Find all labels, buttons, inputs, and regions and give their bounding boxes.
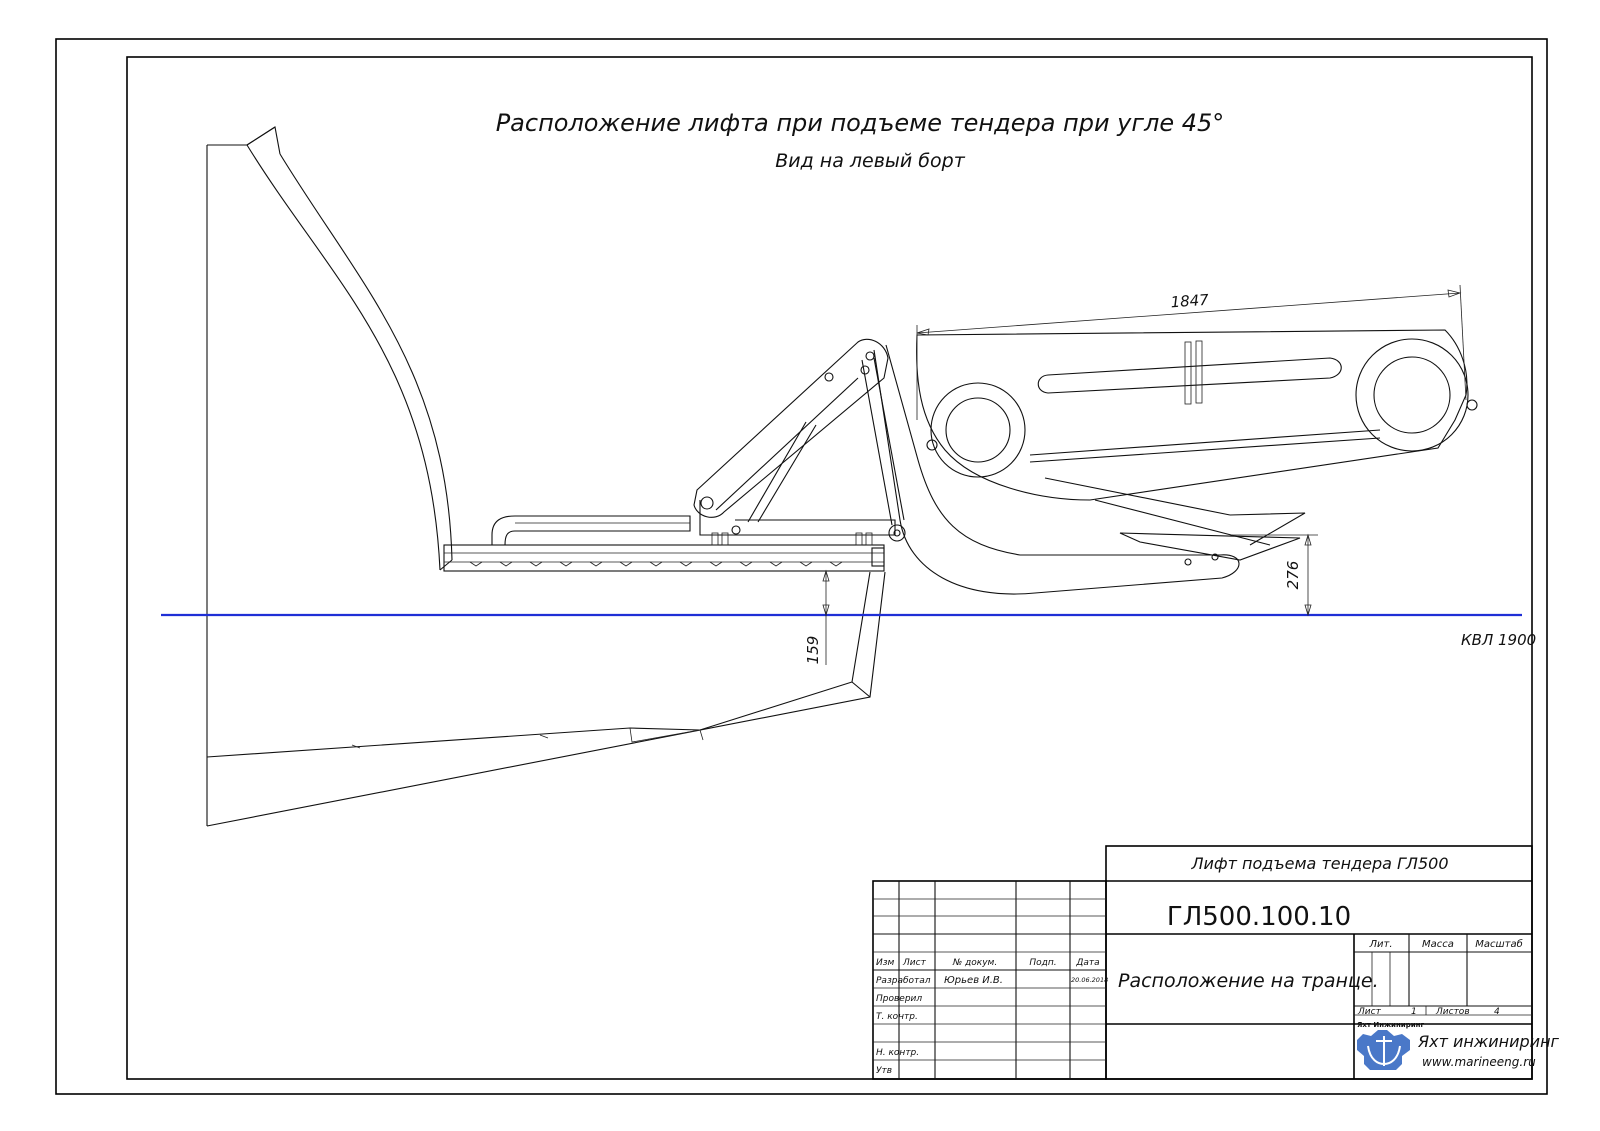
scale-label: Масштаб	[1475, 938, 1523, 950]
sheet-name: Расположение на транце.	[1118, 970, 1379, 992]
dimension-platform-height-label: 159	[804, 636, 822, 665]
inner-frame	[126, 56, 1533, 1080]
header-izm: Изм	[876, 958, 895, 968]
dimension-platform-height	[822, 569, 830, 665]
tender-boat	[916, 329, 1469, 546]
developer-date: 20.06.2018	[1071, 976, 1108, 984]
drawing-subtitle: Вид на левый борт	[775, 150, 965, 172]
role-developed: Разработал	[876, 976, 931, 986]
company-logo: Яхт Инжиниринг	[1357, 1021, 1424, 1070]
product-name: Лифт подъема тендера ГЛ500	[1191, 854, 1449, 873]
mass-label: Масса	[1422, 939, 1454, 950]
sheets-label: Листов	[1435, 1007, 1470, 1017]
cradle-arm	[873, 344, 1478, 595]
role-tech-control: Т. контр.	[876, 1012, 918, 1022]
drawing-title: Расположение лифта при подъеме тендера п…	[496, 109, 1225, 137]
company-site: www.marineeng.ru	[1422, 1055, 1536, 1069]
sheet-label: Лист	[1357, 1007, 1382, 1017]
company-logo-text: Яхт Инжиниринг	[1357, 1021, 1424, 1029]
role-checked: Проверил	[876, 994, 922, 1004]
swim-platform	[443, 515, 885, 572]
dimension-tender-height-label: 276	[1284, 561, 1302, 590]
company-name: Яхт инжиниринг	[1417, 1032, 1560, 1051]
hull-outline	[206, 126, 886, 827]
dimension-length	[916, 284, 1467, 420]
header-date: Дата	[1075, 958, 1099, 968]
designation: ГЛ500.100.10	[1167, 902, 1351, 932]
header-doc-no: № докум.	[952, 958, 997, 968]
developer-name: Юрьев И.В.	[944, 975, 1003, 986]
dimension-tender-height	[1232, 533, 1318, 617]
role-norm-control: Н. контр.	[876, 1048, 919, 1058]
outer-frame	[55, 38, 1548, 1095]
waterline-label: КВЛ 1900	[1461, 631, 1536, 649]
title-block	[872, 845, 1533, 1080]
sheets-total: 4	[1494, 1007, 1500, 1017]
header-list: Лист	[902, 958, 927, 968]
role-approved: Утв	[876, 1066, 892, 1076]
lift-mechanism	[693, 338, 906, 546]
lit-label: Лит.	[1368, 939, 1392, 950]
dimension-length-label: 1847	[1170, 291, 1210, 312]
sheet-number: 1	[1411, 1007, 1417, 1017]
header-sign: Подп.	[1029, 958, 1056, 968]
